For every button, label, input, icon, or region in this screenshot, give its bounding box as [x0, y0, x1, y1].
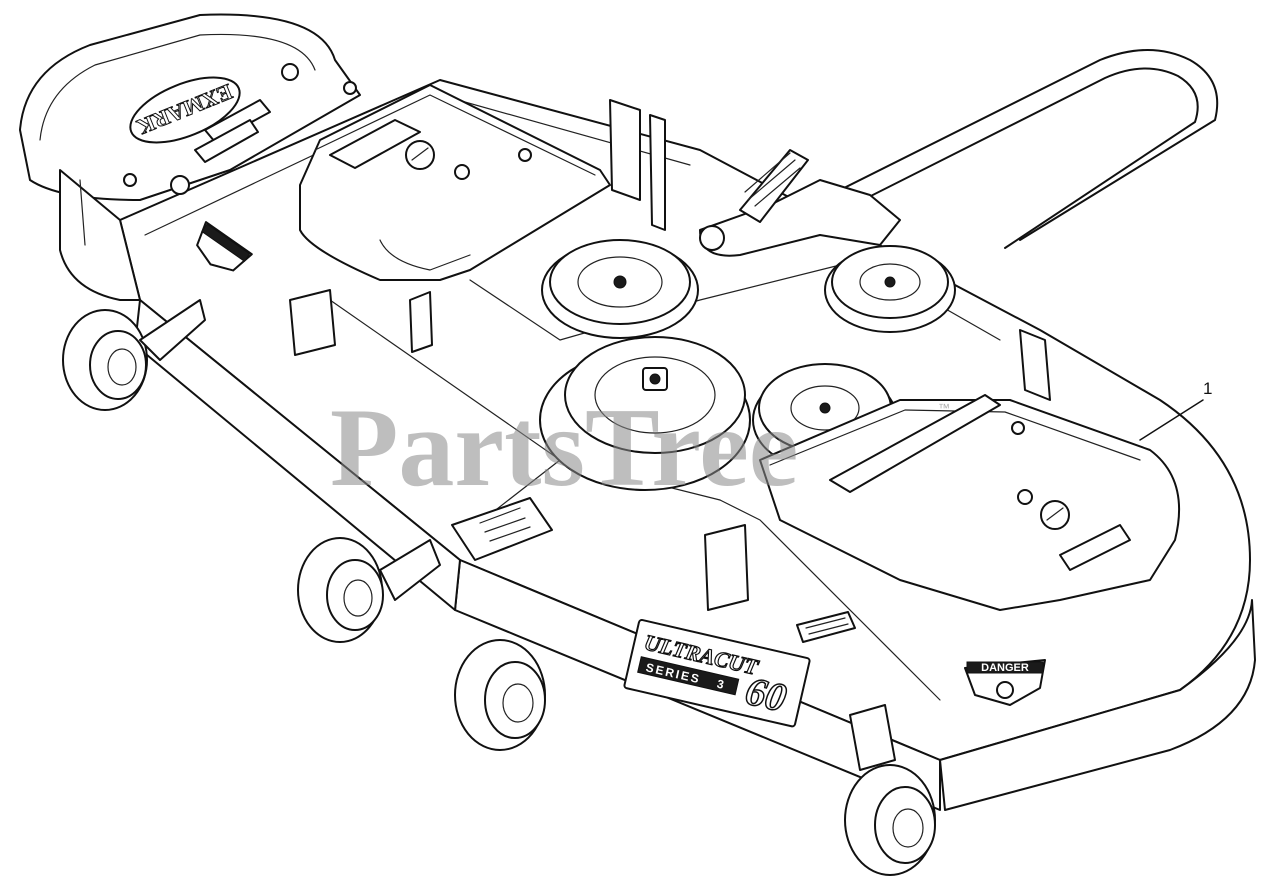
right-spindle-cover	[759, 394, 1181, 611]
warning-decal-center	[451, 497, 553, 561]
left-pulley	[541, 239, 699, 339]
deck-logo-series-number: 3	[716, 677, 728, 693]
center-pulley	[539, 336, 751, 491]
left-spindle-cover	[299, 84, 611, 281]
danger-decal-text: DANGER	[981, 662, 1029, 674]
warning-decal-small	[796, 611, 856, 643]
watermark-text: PartsTree	[330, 386, 799, 510]
wheel-left-front	[297, 537, 441, 643]
rear-deck-housing: EXMARK	[19, 13, 361, 301]
wheel-left-rear	[62, 299, 206, 411]
watermark: PartsTree ™	[330, 386, 950, 510]
idler-pulley-right	[824, 245, 956, 333]
callout-1: 1	[1139, 379, 1212, 441]
deck-baffles	[289, 99, 1051, 611]
wheel-front-right	[844, 704, 936, 876]
danger-decal-right: DANGER	[964, 659, 1046, 706]
deck-logo-size: 60	[741, 668, 790, 721]
wheel-front-center	[454, 639, 546, 751]
drive-belt	[559, 49, 1219, 346]
callout-label: 1	[1203, 379, 1212, 398]
danger-decal-left	[196, 221, 253, 272]
watermark-trademark: ™	[938, 401, 950, 415]
idler-arm	[699, 149, 901, 257]
